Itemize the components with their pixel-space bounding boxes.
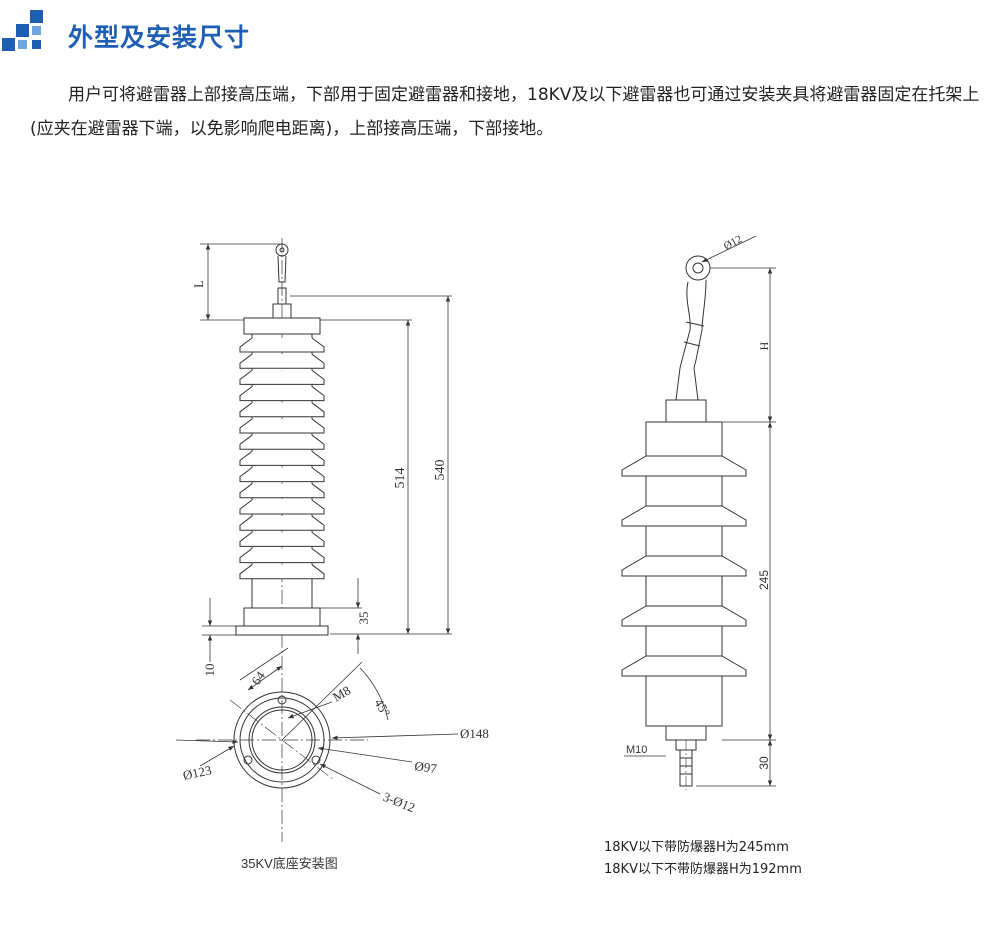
note-with-explosion-device: 18KV以下带防爆器H为245mm xyxy=(604,840,789,855)
shed-18kv xyxy=(621,505,747,527)
dim-97-label: Ø97 xyxy=(414,758,439,776)
dim-l-label: L xyxy=(191,280,206,288)
dim-h-label: H xyxy=(757,341,771,350)
shed-35kv xyxy=(239,532,325,547)
shed-35kv xyxy=(239,337,325,353)
arrester-18kv-sheds xyxy=(621,455,747,677)
shed-35kv xyxy=(239,386,325,402)
shed-35kv xyxy=(239,370,325,385)
shed-35kv xyxy=(239,467,325,483)
dim-m10-label: M10 xyxy=(626,744,647,756)
shed-18kv xyxy=(621,455,747,477)
shed-35kv xyxy=(239,515,325,531)
page-title: 外型及安装尺寸 xyxy=(68,23,251,52)
dim-148-label: Ø148 xyxy=(460,726,489,741)
base-caption: 35KV底座安装图 xyxy=(241,856,338,871)
shed-35kv xyxy=(239,451,325,466)
dim-514-label: 514 xyxy=(393,468,408,489)
dim-540-label: 540 xyxy=(433,460,448,481)
shed-35kv xyxy=(239,483,325,499)
shed-35kv xyxy=(239,418,325,434)
shed-35kv xyxy=(239,434,325,450)
dim-123-label: Ø123 xyxy=(182,762,213,783)
shed-18kv xyxy=(621,605,747,627)
intro-text: 用户可将避雷器上部接高压端，下部用于固定避雷器和接地，18KV及以下避雷器也可通… xyxy=(30,85,980,139)
shed-18kv xyxy=(621,555,747,577)
intro-paragraph: 用户可将避雷器上部接高压端，下部用于固定避雷器和接地，18KV及以下避雷器也可通… xyxy=(30,78,998,146)
dim-30-label: 30 xyxy=(757,756,771,770)
note-without-explosion-device: 18KV以下不带防爆器H为192mm xyxy=(604,862,802,877)
dim-45-label: 45° xyxy=(371,696,393,719)
dim-10-label: 10 xyxy=(202,664,217,677)
blue-squares-icon xyxy=(2,10,43,51)
arrester-sheds xyxy=(239,337,325,580)
dim-245-label: 245 xyxy=(757,570,771,590)
dim-m8-label: M8 xyxy=(330,683,353,705)
shed-35kv xyxy=(239,353,325,369)
shed-35kv xyxy=(239,402,325,418)
dim-35-label: 35 xyxy=(356,612,371,625)
dim-holes-label: 3-Ø12 xyxy=(381,789,417,815)
shed-35kv xyxy=(239,499,325,515)
shed-35kv xyxy=(239,564,325,580)
dim-64-label: 64 xyxy=(248,668,268,688)
arrester-35kv-base xyxy=(235,607,329,636)
dim-p12-label: Ø12 xyxy=(722,233,744,252)
shed-18kv xyxy=(621,655,747,677)
shed-35kv xyxy=(239,548,325,564)
